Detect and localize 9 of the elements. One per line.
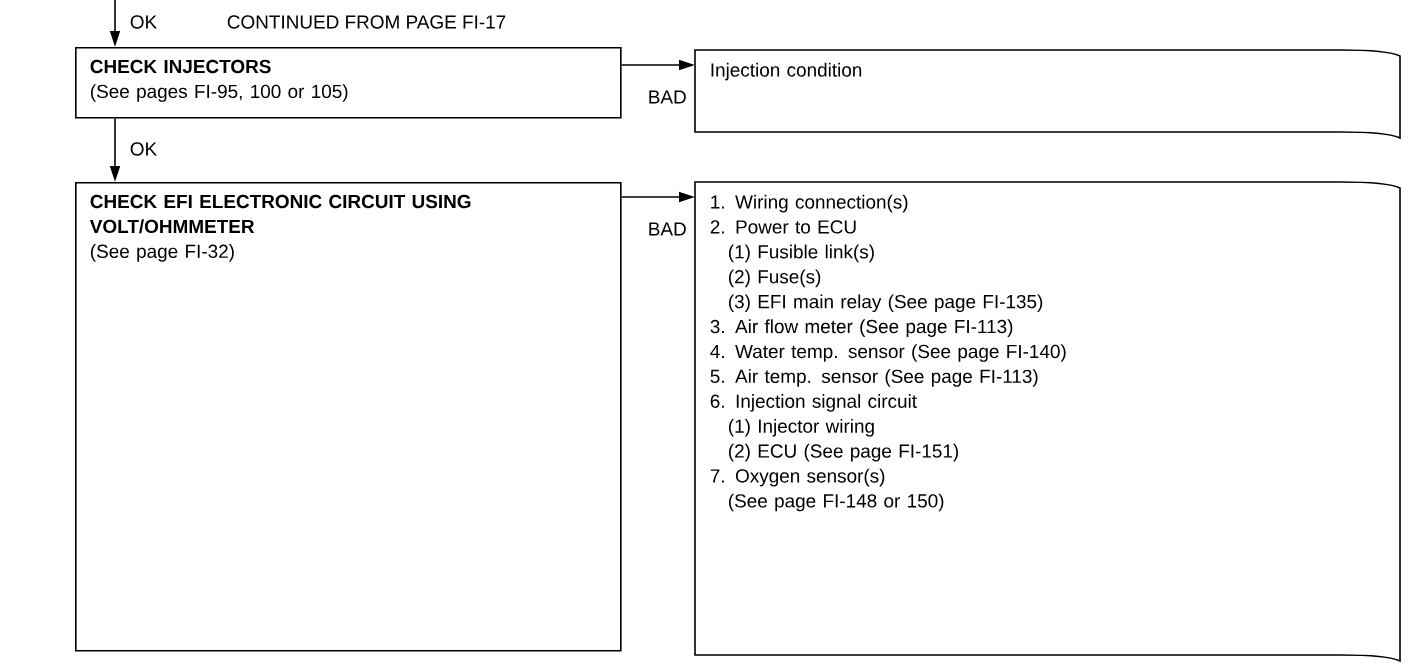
note-text: CONTINUED FROM PAGE FI-17	[227, 15, 506, 29]
result-box: Injection condition	[694, 49, 1401, 139]
edge-label: BAD	[649, 222, 686, 236]
edge-label: BAD	[649, 90, 686, 104]
edge-label: OK	[130, 142, 157, 156]
process-box: CHECK EFI ELECTRONIC CIRCUIT USING VOLT/OHMMETER (See page FI-32)	[75, 182, 622, 652]
process-box: CHECK INJECTORS (See pages FI-95, 100 or 105)	[75, 47, 622, 119]
result-box: 1. Wiring connection(s) 2. Power to ECU (1) Fusible link(s) (2) Fuse(s) (3) EFI main relay (See page FI-135) 3. Air flow meter (See page FI-113) 4. Water temp. sensor (See page FI-140) 5. Air temp. sensor (See page FI-113) 6. Injection signal circuit (1) Injector wiring (2) ECU (See page FI-151) 7. Oxygen sensor(s) (See page FI-148 or 150)	[694, 181, 1401, 662]
edge-label: OK	[130, 15, 157, 29]
